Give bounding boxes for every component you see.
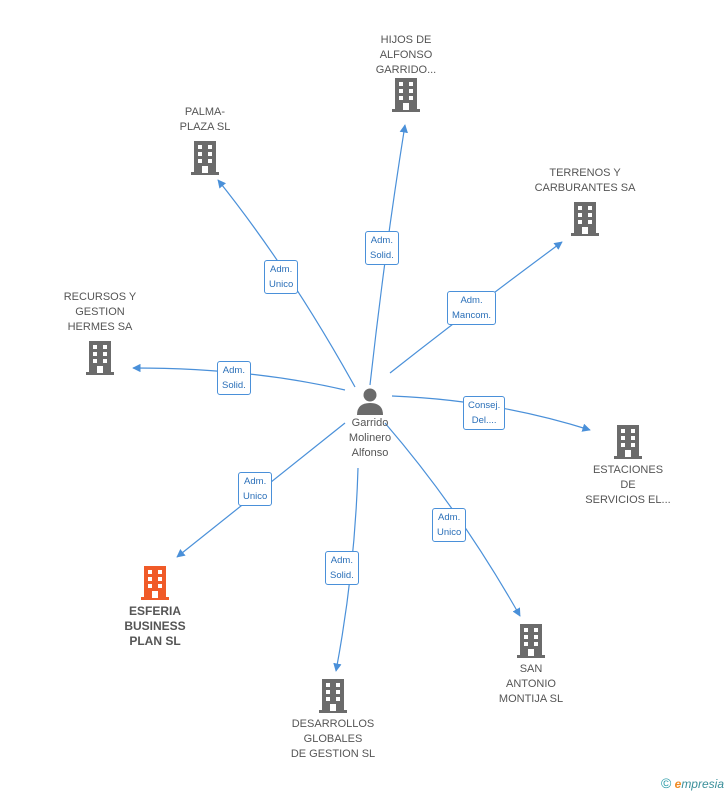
- center-person-name: Garrido Molinero Alfonso: [348, 417, 392, 459]
- copyright-symbol: ©: [660, 775, 672, 791]
- company-node-palma[interactable]: PALMA- PLAZA SL: [155, 105, 255, 175]
- company-node-san-antonio[interactable]: SAN ANTONIO MONTIJA SL: [481, 624, 581, 707]
- building-icon: [191, 141, 219, 175]
- edge-label-san-antonio: Adm. Unico: [432, 508, 467, 542]
- company-node-esferia[interactable]: ESFERIA BUSINESS PLAN SL: [105, 566, 205, 649]
- building-icon: [86, 341, 114, 375]
- edge-label-estaciones: Consej. Del....: [463, 396, 506, 430]
- building-icon: [319, 679, 347, 713]
- footer-brand[interactable]: © empresia: [661, 775, 724, 791]
- brand-name: mpresia: [681, 777, 724, 791]
- building-icon: [571, 202, 599, 236]
- company-label: PALMA- PLAZA SL: [179, 106, 231, 133]
- company-node-terrenos[interactable]: TERRENOS Y CARBURANTES SA: [525, 166, 645, 236]
- company-node-hijos[interactable]: HIJOS DE ALFONSO GARRIDO...: [356, 33, 456, 112]
- brand-initial: e: [674, 777, 682, 791]
- person-icon: [357, 388, 383, 415]
- company-label: RECURSOS Y GESTION HERMES SA: [63, 291, 137, 333]
- company-node-estaciones[interactable]: ESTACIONES DE SERVICIOS EL...: [578, 425, 678, 508]
- building-icon: [392, 78, 420, 112]
- building-icon: [614, 425, 642, 459]
- company-label: DESARROLLOS GLOBALES DE GESTION SL: [290, 718, 376, 760]
- company-label: HIJOS DE ALFONSO GARRIDO...: [375, 34, 437, 76]
- edge-label-recursos: Adm. Solid.: [217, 361, 251, 395]
- edge-label-terrenos: Adm. Mancom.: [447, 291, 497, 325]
- company-label: ESFERIA BUSINESS PLAN SL: [124, 604, 186, 648]
- building-icon: [141, 566, 169, 600]
- edge-label-hijos: Adm. Solid.: [365, 231, 399, 265]
- company-label: SAN ANTONIO MONTIJA SL: [498, 663, 564, 705]
- edge-label-palma: Adm. Unico: [264, 260, 299, 294]
- building-icon: [517, 624, 545, 658]
- company-label: ESTACIONES DE SERVICIOS EL...: [585, 464, 671, 506]
- company-label: TERRENOS Y CARBURANTES SA: [534, 167, 636, 194]
- edge-label-esferia: Adm. Unico: [238, 472, 273, 506]
- center-person-node[interactable]: Garrido Molinero Alfonso: [330, 386, 410, 461]
- edge-label-desarrollos: Adm. Solid.: [325, 551, 359, 585]
- company-node-desarrollos[interactable]: DESARROLLOS GLOBALES DE GESTION SL: [278, 679, 388, 762]
- company-node-recursos[interactable]: RECURSOS Y GESTION HERMES SA: [50, 290, 150, 375]
